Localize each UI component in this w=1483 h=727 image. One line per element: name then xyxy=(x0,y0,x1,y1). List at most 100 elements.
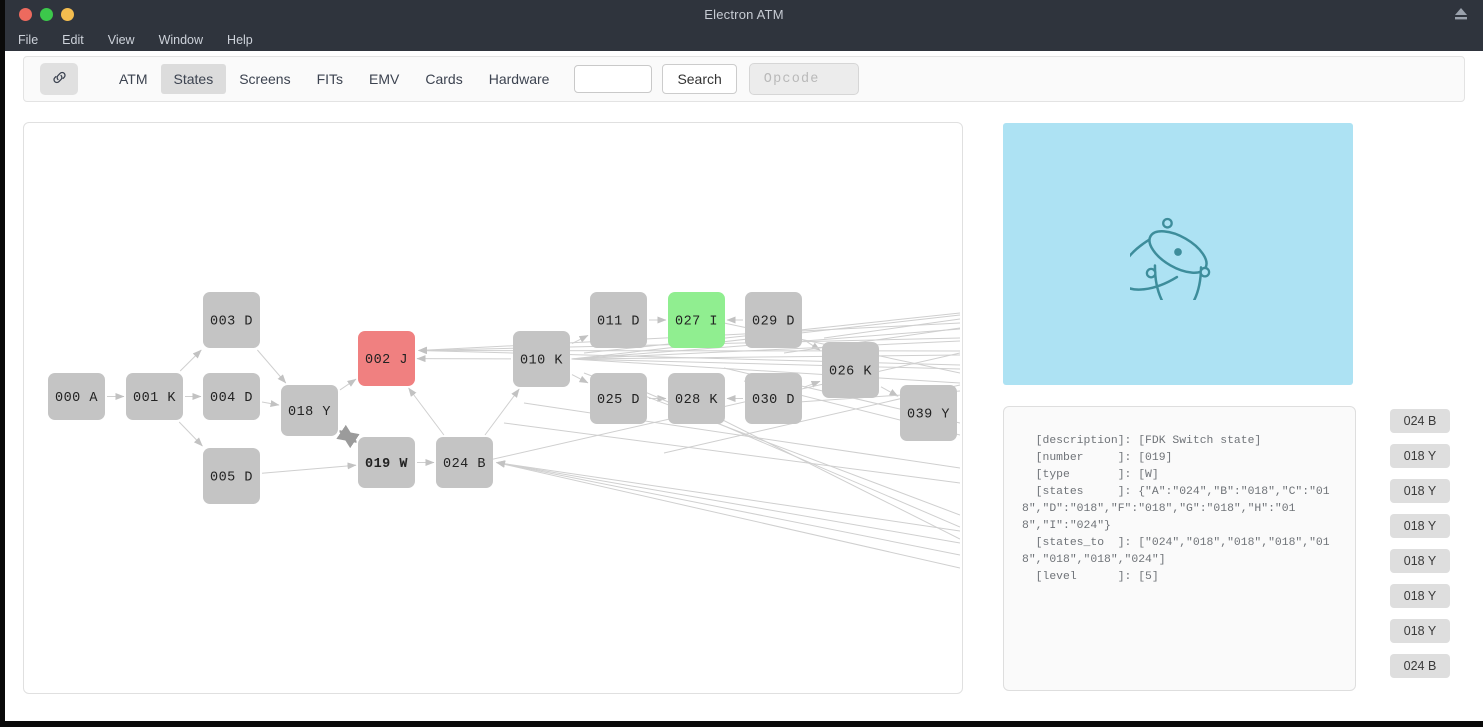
node-label: 029 D xyxy=(752,315,795,330)
title-bar: Electron ATM xyxy=(5,0,1483,28)
state-list-item[interactable]: 018 Y xyxy=(1390,514,1450,538)
tab-cards[interactable]: Cards xyxy=(425,71,463,87)
graph-edge xyxy=(261,462,357,474)
node-label: 026 K xyxy=(829,365,872,380)
eject-icon[interactable] xyxy=(1453,7,1469,21)
state-list-item[interactable]: 018 Y xyxy=(1390,479,1450,503)
node-box xyxy=(513,331,570,387)
graph-edge xyxy=(571,358,960,384)
graph-node-028[interactable]: 028 K xyxy=(668,373,725,424)
graph-node-029[interactable]: 029 D xyxy=(745,292,802,348)
graph-node-004[interactable]: 004 D xyxy=(203,373,260,420)
state-description-panel: [description]: [FDK Switch state] [numbe… xyxy=(1003,406,1356,691)
node-box xyxy=(668,373,725,424)
graph-node-030[interactable]: 030 D xyxy=(745,373,802,424)
graph-node-027[interactable]: 027 I xyxy=(668,292,725,348)
node-label: 004 D xyxy=(210,391,253,406)
menu-item-edit[interactable]: Edit xyxy=(62,32,84,47)
graph-node-001[interactable]: 001 K xyxy=(126,373,183,420)
menu-item-window[interactable]: Window xyxy=(158,32,204,47)
state-list-item[interactable]: 018 Y xyxy=(1390,549,1450,573)
node-label: 019 W xyxy=(365,457,408,472)
graph-edge xyxy=(179,349,202,372)
node-box xyxy=(203,373,260,420)
node-box xyxy=(822,342,879,398)
graph-node-005[interactable]: 005 D xyxy=(203,448,260,504)
state-graph[interactable]: 000 A 001 K 003 D 004 D 005 D 018 Y 002 J 019 W… xyxy=(24,123,960,691)
node-label: 030 D xyxy=(752,393,795,408)
state-list-item[interactable]: 018 Y xyxy=(1390,444,1450,468)
graph-edge xyxy=(178,421,203,447)
node-label: 018 Y xyxy=(288,405,331,420)
menu-item-help[interactable]: Help xyxy=(227,32,253,47)
state-list-item[interactable]: 018 Y xyxy=(1390,619,1450,643)
node-label: 025 D xyxy=(597,393,640,408)
graph-edge xyxy=(261,400,280,407)
state-description-text: [description]: [FDK Switch state] [numbe… xyxy=(1022,435,1330,583)
graph-node-039[interactable]: 039 Y xyxy=(900,385,957,441)
graph-edge xyxy=(339,378,357,391)
node-label: 028 K xyxy=(675,393,718,408)
node-box xyxy=(745,292,802,348)
link-button[interactable] xyxy=(40,63,78,95)
node-box xyxy=(590,292,647,348)
linked-states-list: 024 B 018 Y 018 Y 018 Y 018 Y 018 Y 018 Y 024 B xyxy=(1390,409,1450,678)
graph-edge xyxy=(783,327,960,354)
node-box xyxy=(126,373,183,420)
graph-nodes[interactable]: 000 A 001 K 003 D 004 D 005 D 018 Y 002 J 019 W… xyxy=(48,292,957,504)
menu-item-file[interactable]: File xyxy=(18,32,39,47)
link-icon xyxy=(51,69,68,89)
graph-edge xyxy=(803,380,821,388)
graph-node-010[interactable]: 010 K xyxy=(513,331,570,387)
maximize-button[interactable] xyxy=(40,7,53,21)
graph-edge xyxy=(880,386,899,397)
graph-node-026[interactable]: 026 K xyxy=(822,342,879,398)
node-box xyxy=(668,292,725,348)
graph-edge xyxy=(823,318,960,339)
tab-screens[interactable]: Screens xyxy=(239,71,291,87)
menu-item-view[interactable]: View xyxy=(107,32,135,47)
node-label: 001 K xyxy=(133,391,176,406)
window-title: Electron ATM xyxy=(704,6,784,22)
node-label: 024 B xyxy=(443,457,486,472)
tab-emv[interactable]: EMV xyxy=(369,71,400,87)
node-box xyxy=(745,373,802,424)
node-label: 027 I xyxy=(675,315,718,330)
graph-edge xyxy=(503,422,960,484)
graph-edge xyxy=(496,460,960,569)
node-box xyxy=(358,437,415,488)
graph-node-000[interactable]: 000 A xyxy=(48,373,105,420)
graph-edge xyxy=(496,460,960,532)
graph-node-018[interactable]: 018 Y xyxy=(281,385,338,436)
node-box xyxy=(203,448,260,504)
tab-atm[interactable]: ATM xyxy=(119,71,148,87)
node-label: 039 Y xyxy=(907,408,950,423)
node-label: 005 D xyxy=(210,471,253,486)
node-label: 010 K xyxy=(520,354,563,369)
tab-fits[interactable]: FITs xyxy=(316,71,344,87)
graph-node-002[interactable]: 002 J xyxy=(358,331,415,386)
minimize-button[interactable] xyxy=(61,7,74,21)
graph-node-019[interactable]: 019 W xyxy=(358,437,415,488)
graph-edge xyxy=(571,374,589,384)
graph-edge xyxy=(336,424,357,443)
node-box xyxy=(48,373,105,420)
graph-node-011[interactable]: 011 D xyxy=(590,292,647,348)
close-button[interactable] xyxy=(19,7,32,21)
opcode-field[interactable]: Opcode xyxy=(748,63,859,95)
state-list-item[interactable]: 024 B xyxy=(1390,654,1450,678)
graph-node-025[interactable]: 025 D xyxy=(590,373,647,424)
state-list-item[interactable]: 024 B xyxy=(1390,409,1450,433)
search-input[interactable] xyxy=(574,65,653,93)
search-button[interactable]: Search xyxy=(662,64,737,94)
node-box xyxy=(436,437,493,488)
graph-edge xyxy=(408,387,445,436)
tab-states[interactable]: States xyxy=(160,64,227,94)
node-box xyxy=(358,331,415,386)
tab-hardware[interactable]: Hardware xyxy=(488,71,550,87)
graph-node-003[interactable]: 003 D xyxy=(203,292,260,348)
graph-node-024[interactable]: 024 B xyxy=(436,437,493,488)
state-list-item[interactable]: 018 Y xyxy=(1390,584,1450,608)
state-graph-panel[interactable]: 000 A 001 K 003 D 004 D 005 D 018 Y 002 J 019 W… xyxy=(23,122,963,694)
